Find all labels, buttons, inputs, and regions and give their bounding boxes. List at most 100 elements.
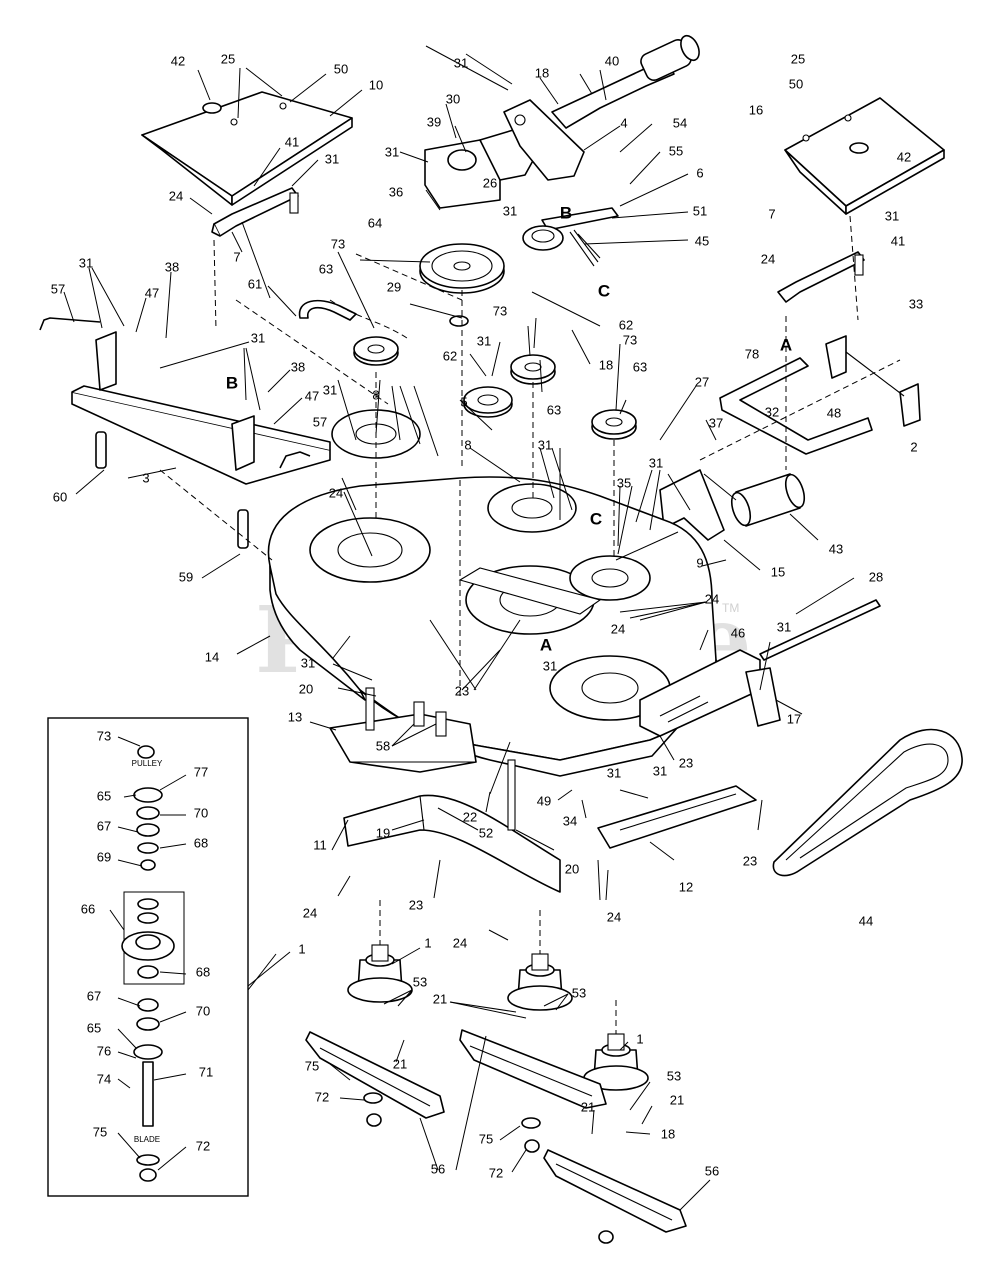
- callout-2: 2: [910, 439, 917, 454]
- callout-31-b: 31: [79, 255, 93, 270]
- callout-42: 42: [171, 53, 185, 68]
- watermark-tm: TM: [722, 601, 739, 615]
- callout-69: 69: [97, 849, 111, 864]
- reference-letters: B B C C A A: [226, 203, 792, 654]
- callout-23-c: 23: [679, 755, 693, 770]
- callout-1-a: 1: [298, 941, 305, 956]
- rod-57-left[interactable]: [39, 317, 101, 331]
- front-lift-bar[interactable]: [71, 331, 331, 485]
- callout-55: 55: [669, 143, 683, 158]
- callout-53-c: 53: [667, 1068, 681, 1083]
- callout-5: 5: [460, 394, 467, 409]
- callout-62-a: 62: [619, 317, 633, 332]
- callout-27: 27: [695, 374, 709, 389]
- pto-cable[interactable]: [551, 33, 703, 129]
- callout-63-c: 63: [547, 402, 561, 417]
- blade-center[interactable]: [459, 1029, 607, 1109]
- callout-24-f: 24: [329, 485, 343, 500]
- rod-57-center[interactable]: [279, 451, 311, 469]
- callout-57-a: 57: [51, 281, 65, 296]
- callout-24-g: 24: [611, 621, 625, 636]
- inset-pulley-label: PULLEY: [132, 759, 163, 768]
- callout-64: 64: [368, 215, 382, 230]
- pulley-washer-29: [449, 315, 469, 327]
- callout-35: 35: [617, 475, 631, 490]
- letter-a-deck: A: [540, 635, 552, 654]
- spindle-left[interactable]: [347, 944, 413, 1003]
- callout-78: 78: [745, 346, 759, 361]
- callout-30: 30: [446, 91, 460, 106]
- rear-bracket-2[interactable]: [825, 335, 921, 427]
- callout-31-a: 31: [325, 151, 339, 166]
- drive-pulley[interactable]: [419, 243, 505, 294]
- pto-clutch-assembly[interactable]: [424, 127, 541, 209]
- callout-68-a: 68: [194, 835, 208, 850]
- anti-scalp-roller[interactable]: [728, 472, 808, 527]
- right-idler-bracket[interactable]: [777, 251, 865, 303]
- callout-31-m: 31: [323, 382, 337, 397]
- callout-77: 77: [194, 764, 208, 779]
- pto-bracket[interactable]: [503, 99, 585, 181]
- callout-12: 12: [679, 879, 693, 894]
- callout-41-b: 41: [891, 233, 905, 248]
- callout-38-b: 38: [291, 359, 305, 374]
- callout-23-a: 23: [455, 683, 469, 698]
- left-belt-cover[interactable]: [141, 91, 353, 206]
- callout-53-a: 53: [413, 974, 427, 989]
- callout-7-a: 7: [233, 249, 240, 264]
- belt-guide-61[interactable]: [298, 299, 357, 321]
- callout-22: 22: [463, 809, 477, 824]
- idler-pulley-63-center[interactable]: [510, 354, 556, 385]
- callout-18-c: 18: [661, 1126, 675, 1141]
- left-idler-bracket[interactable]: [211, 187, 299, 237]
- callout-8-b: 8: [464, 437, 471, 452]
- callout-72-a: 72: [315, 1089, 329, 1104]
- blade-nut-right: [598, 1230, 614, 1244]
- callout-73-c: 73: [493, 303, 507, 318]
- callout-43: 43: [829, 541, 843, 556]
- callout-29: 29: [387, 279, 401, 294]
- callout-71: 71: [199, 1064, 213, 1079]
- callout-8-a: 8: [372, 387, 379, 402]
- right-belt-cover[interactable]: [784, 97, 945, 215]
- callout-46: 46: [731, 625, 745, 640]
- callout-24-c: 24: [607, 909, 621, 924]
- idler-pulley-63-right[interactable]: [591, 409, 637, 440]
- callout-65-b: 65: [87, 1020, 101, 1035]
- rod-28[interactable]: [759, 599, 881, 661]
- callout-20-a: 20: [299, 681, 313, 696]
- callout-48: 48: [827, 405, 841, 420]
- spindle-inset-box: PULLEY BLADE: [47, 717, 249, 1197]
- spindle-center[interactable]: [507, 953, 573, 1011]
- callout-75-a: 75: [305, 1058, 319, 1073]
- callout-75-b: 75: [479, 1131, 493, 1146]
- callout-15: 15: [771, 564, 785, 579]
- callout-50: 50: [334, 61, 348, 76]
- pin-20-left: [365, 687, 375, 731]
- blade-left[interactable]: [305, 1031, 445, 1119]
- callout-41: 41: [285, 134, 299, 149]
- rear-bumper-78[interactable]: [719, 357, 873, 455]
- callout-31-i: 31: [454, 55, 468, 70]
- callout-31-o: 31: [543, 658, 557, 673]
- idler-pulley-62-center[interactable]: [463, 386, 513, 418]
- callout-18-b: 18: [535, 65, 549, 80]
- baffle-11[interactable]: [343, 794, 561, 893]
- callout-25-b: 25: [791, 51, 805, 66]
- callout-20-b: 20: [565, 861, 579, 876]
- blade-right[interactable]: [543, 1149, 687, 1233]
- callout-24-h: 24: [453, 935, 467, 950]
- callout-32: 32: [765, 404, 779, 419]
- deck-belt[interactable]: [772, 728, 963, 877]
- callout-31-k: 31: [503, 203, 517, 218]
- callout-18-a: 18: [599, 357, 613, 372]
- callout-51: 51: [693, 203, 707, 218]
- idler-arm[interactable]: [522, 207, 619, 267]
- callout-24-e: 24: [761, 251, 775, 266]
- callout-44: 44: [859, 913, 873, 928]
- callout-11: 11: [313, 837, 327, 852]
- idler-pulley-63-left[interactable]: [353, 336, 399, 366]
- callout-54: 54: [673, 115, 687, 130]
- callout-72-b: 72: [489, 1165, 503, 1180]
- baffle-12[interactable]: [597, 785, 757, 849]
